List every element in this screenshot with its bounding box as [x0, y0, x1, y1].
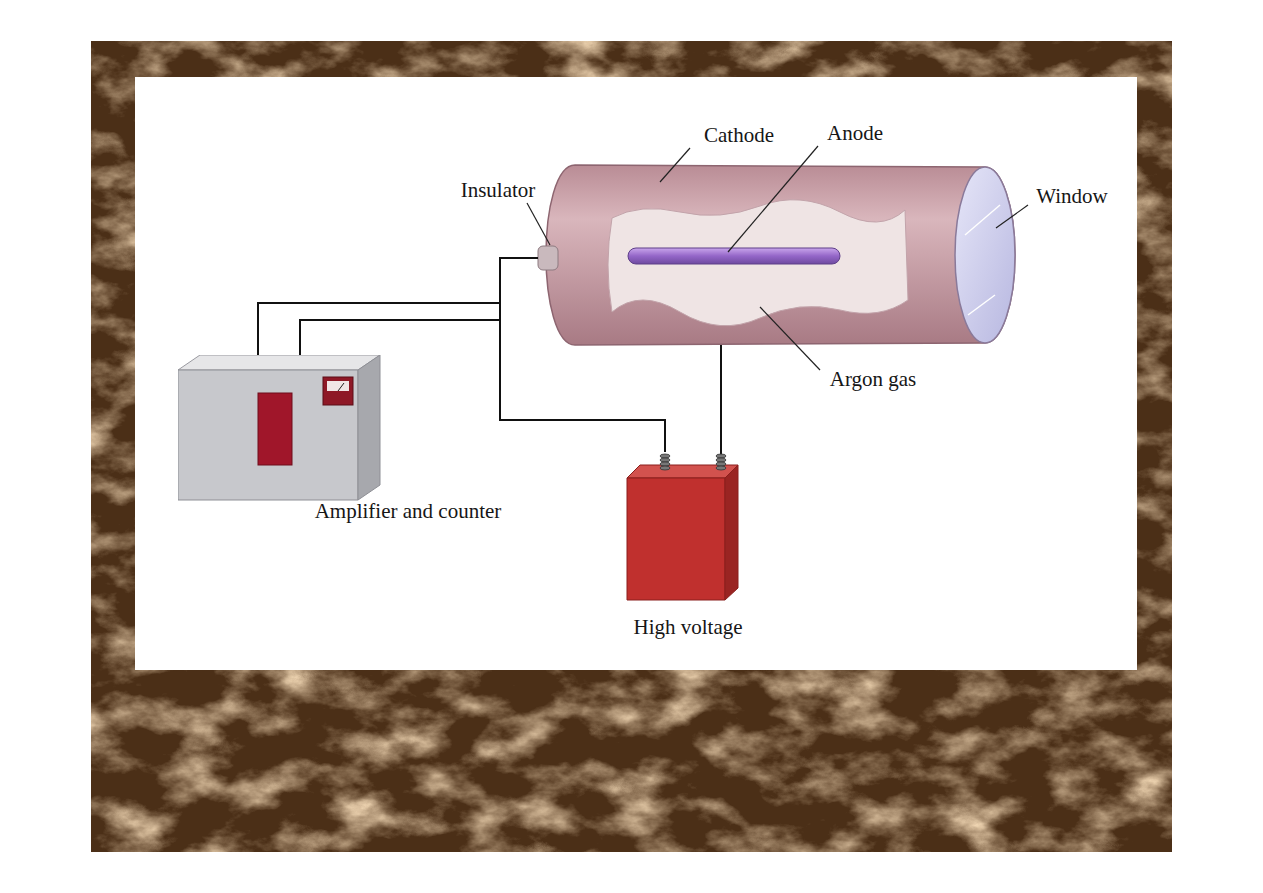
node-label: Amplifier and counter — [315, 499, 502, 523]
battery-symbol — [622, 450, 742, 602]
terminal — [716, 462, 726, 466]
terminal — [660, 454, 670, 458]
meter-needle — [338, 383, 344, 391]
anode-rod — [628, 248, 840, 264]
node-label: High voltage — [633, 615, 742, 639]
battery-side — [725, 465, 738, 600]
part-label: Argon gas — [830, 367, 917, 391]
battery-box: High voltage — [622, 450, 742, 602]
detector-tube — [546, 165, 1015, 345]
terminal — [716, 466, 726, 470]
leader-line — [728, 146, 818, 252]
leader-line — [527, 203, 550, 245]
glint — [965, 205, 1000, 235]
marble-frame — [91, 41, 1172, 852]
amplifier-symbol — [178, 355, 383, 502]
display-panel — [258, 393, 292, 465]
terminal — [716, 454, 726, 458]
box-front — [178, 370, 358, 500]
amplifier-box: Amplifier and counter — [178, 355, 383, 502]
leader-line — [660, 148, 690, 182]
meter — [323, 377, 353, 405]
leader-line — [996, 205, 1028, 228]
cutaway-interior — [608, 200, 908, 326]
wire — [720, 345, 722, 455]
terminal — [660, 462, 670, 466]
white-panel — [135, 77, 1137, 670]
leader-line — [760, 307, 820, 370]
wire — [500, 258, 538, 303]
part-label: Window — [1036, 184, 1107, 208]
marble-texture — [91, 41, 1172, 852]
terminal — [660, 458, 670, 462]
box-side — [358, 355, 380, 500]
meter-dial — [327, 381, 349, 391]
insulator-knob — [538, 246, 558, 270]
terminal — [716, 458, 726, 462]
battery-front — [627, 478, 725, 600]
part-label: Cathode — [704, 123, 774, 147]
glint — [968, 295, 995, 315]
part-label: Insulator — [461, 178, 536, 202]
box-top — [178, 355, 380, 370]
terminal — [660, 466, 670, 470]
part-label: Anode — [827, 121, 883, 145]
window-disc — [955, 167, 1015, 343]
battery-top — [627, 465, 738, 478]
